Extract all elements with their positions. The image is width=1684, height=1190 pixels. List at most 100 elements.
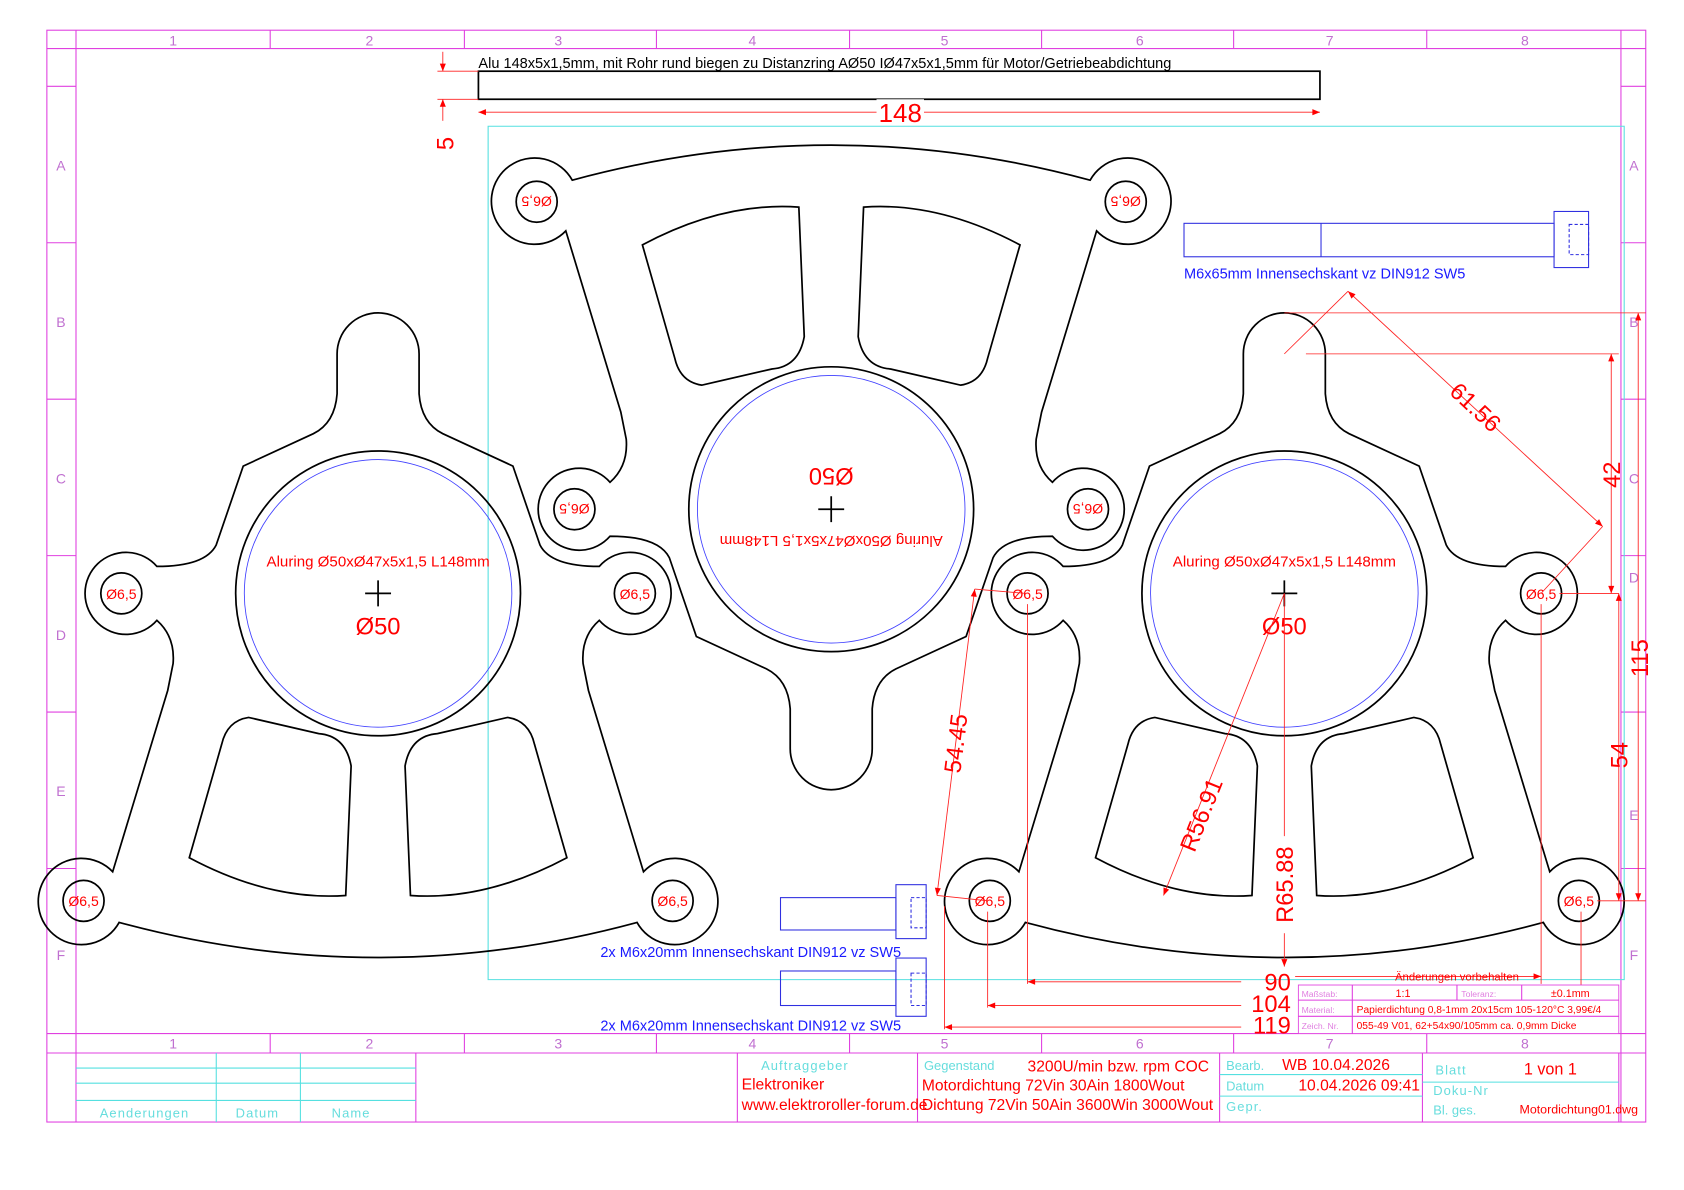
svg-text:055-49 V01, 62+54x90/105mm ca.: 055-49 V01, 62+54x90/105mm ca. 0,9mm Dic…	[1357, 1021, 1577, 1032]
bore-label: Ø50	[809, 462, 854, 488]
hole-label: Ø6,5	[521, 193, 552, 209]
svg-text:115: 115	[1628, 639, 1654, 677]
svg-text:3200U/min bzw. rpm COC: 3200U/min bzw. rpm COC	[1028, 1058, 1209, 1075]
dim-r56-91: R56.91	[1163, 593, 1285, 896]
zone-col-2: 2	[366, 32, 374, 48]
zone-row-f-right: F	[1630, 947, 1639, 963]
zone-row-e-right: E	[1629, 807, 1638, 823]
zone-row-c-right: C	[1629, 470, 1639, 486]
hole-label: Ø6,5	[1526, 586, 1557, 602]
svg-text:Änderungen vorbehalten: Änderungen vorbehalten	[1395, 972, 1519, 984]
dim-r65-88: R65.88	[1269, 593, 1300, 967]
svg-text:54.45: 54.45	[940, 713, 973, 775]
svg-text:Motordichtung 72Vin 30Ain 1800: Motordichtung 72Vin 30Ain 1800Wout	[922, 1078, 1185, 1095]
svg-text:Motordichtung01.dwg: Motordichtung01.dwg	[1520, 1102, 1639, 1116]
svg-text:Bearb.: Bearb.	[1226, 1058, 1264, 1073]
svg-text:R65.88: R65.88	[1273, 846, 1299, 922]
zone-labels: 1 2 3 4 5 6 7 8 1 2 3 4 5 6 7 8 A B C D …	[56, 32, 1639, 1051]
zone-col-6: 6	[1136, 32, 1144, 48]
svg-text:Gepr.: Gepr.	[1226, 1099, 1263, 1114]
zone-col-3: 3	[554, 32, 562, 48]
dim-horizontal-chain: 90 104 119	[944, 604, 1582, 1040]
bore-label: Ø50	[356, 614, 401, 640]
zone-row-d-right: D	[1629, 570, 1639, 586]
svg-text:148: 148	[879, 100, 922, 128]
helper-frame	[487, 125, 1625, 981]
ring-label: Aluring Ø50xØ47x5x1,5 L148mm	[1173, 553, 1396, 570]
hole-label: Ø6,5	[559, 501, 590, 517]
zone-col-7: 7	[1326, 32, 1334, 48]
gasket-middle-labels: Aluring Ø50xØ47x5x1,5 L148mm Ø50 Ø6,5 Ø6…	[521, 193, 1141, 549]
hole-label: Ø6,5	[1012, 586, 1043, 602]
dim-54: 54	[1607, 593, 1633, 901]
svg-text:M6x65mm Innensechskant vz DIN9: M6x65mm Innensechskant vz DIN912 SW5	[1184, 266, 1465, 282]
hole-label: Ø6,5	[975, 893, 1006, 909]
bolt-m6x20-1: 2x M6x20mm Innensechskant DIN912 vz SW5	[600, 884, 927, 961]
hole-label: Ø6,5	[1073, 501, 1104, 517]
dim-119: 119	[1253, 1014, 1291, 1040]
dim-115: 115	[1284, 312, 1654, 902]
svg-text:Papierdichtung 0,8-1mm 20x15cm: Papierdichtung 0,8-1mm 20x15cm 105-120°C…	[1357, 1005, 1602, 1016]
dim-bar-width: 5	[434, 51, 479, 150]
zone-row-d: D	[56, 627, 66, 643]
bolt-m6x65: M6x65mm Innensechskant vz DIN912 SW5	[1183, 210, 1590, 282]
hole-label: Ø6,5	[68, 893, 99, 909]
svg-text:2x M6x20mm Innensechskant DIN9: 2x M6x20mm Innensechskant DIN912 vz SW5	[600, 1018, 901, 1034]
hole-label: Ø6,5	[620, 586, 651, 602]
svg-text:Datum: Datum	[236, 1106, 280, 1121]
title-block: Aenderungen Datum Name Auftraggeber Elek…	[75, 1052, 1639, 1123]
alu-bar	[477, 70, 1321, 101]
svg-text:5: 5	[434, 137, 460, 150]
svg-text:R56.91: R56.91	[1176, 775, 1229, 856]
zone-col-8-bottom: 8	[1521, 1036, 1529, 1052]
svg-text:61.56: 61.56	[1444, 378, 1505, 437]
zone-col-8: 8	[1521, 32, 1529, 48]
hole-label: Ø6,5	[657, 893, 688, 909]
bolt-m6x20-2: 2x M6x20mm Innensechskant DIN912 vz SW5	[600, 957, 927, 1034]
dim-42: 42	[1305, 353, 1626, 594]
zone-col-5: 5	[941, 32, 949, 48]
svg-text:1:1: 1:1	[1396, 988, 1411, 1000]
svg-text:Maßstab:: Maßstab:	[1302, 989, 1338, 999]
svg-text:1 von 1: 1 von 1	[1524, 1061, 1577, 1079]
zone-row-e: E	[56, 783, 65, 799]
svg-text:Name: Name	[332, 1106, 371, 1121]
svg-text:Gegenstand: Gegenstand	[924, 1058, 995, 1073]
gasket-left-labels: Aluring Ø50xØ47x5x1,5 L148mm Ø50 Ø6,5 Ø6…	[68, 553, 688, 909]
svg-text:Datum: Datum	[1226, 1079, 1264, 1094]
dim-bar-length: 148	[478, 99, 1320, 128]
svg-text:Material:: Material:	[1302, 1005, 1335, 1015]
svg-text:Elektroniker: Elektroniker	[742, 1077, 825, 1094]
zone-col-1-bottom: 1	[169, 1036, 177, 1052]
zone-col-4: 4	[749, 32, 757, 48]
svg-text:Aenderungen: Aenderungen	[100, 1106, 190, 1121]
svg-text:Blatt: Blatt	[1435, 1063, 1466, 1078]
dim-61-56: 61.56	[1284, 290, 1603, 594]
zone-row-b-right: B	[1629, 314, 1638, 330]
dim-104: 104	[1251, 992, 1291, 1018]
svg-text:42: 42	[1600, 462, 1626, 488]
svg-text:Toleranz:: Toleranz:	[1461, 989, 1496, 999]
svg-text:WB 10.04.2026: WB 10.04.2026	[1282, 1057, 1390, 1074]
zone-col-3-bottom: 3	[554, 1036, 562, 1052]
zone-col-5-bottom: 5	[941, 1036, 949, 1052]
zone-row-f: F	[57, 947, 66, 963]
spec-table: Änderungen vorbehalten Maßstab: 1:1 Tole…	[1297, 972, 1620, 1034]
svg-text:54: 54	[1607, 742, 1633, 768]
header-note: Alu 148x5x1,5mm, mit Rohr rund biegen zu…	[478, 56, 1171, 72]
dim-54-45: 54.45	[934, 588, 1026, 902]
zone-row-a: A	[56, 157, 66, 173]
svg-text:www.elektroroller-forum.de: www.elektroroller-forum.de	[741, 1097, 928, 1114]
zone-row-c: C	[56, 470, 66, 486]
hole-label: Ø6,5	[106, 586, 137, 602]
svg-text:2x M6x20mm Innensechskant DIN9: 2x M6x20mm Innensechskant DIN912 vz SW5	[600, 945, 901, 961]
ring-label: Aluring Ø50xØ47x5x1,5 L148mm	[720, 532, 943, 549]
ring-label: Aluring Ø50xØ47x5x1,5 L148mm	[266, 553, 489, 570]
zone-col-7-bottom: 7	[1326, 1036, 1334, 1052]
zone-col-1: 1	[169, 32, 177, 48]
svg-text:Zeich. Nr.: Zeich. Nr.	[1302, 1021, 1339, 1031]
svg-text:Doku-Nr: Doku-Nr	[1433, 1083, 1489, 1098]
svg-text:Dichtung 72Vin 50Ain 3600Win 3: Dichtung 72Vin 50Ain 3600Win 3000Wout	[922, 1097, 1214, 1114]
zone-row-a-right: A	[1629, 157, 1639, 173]
